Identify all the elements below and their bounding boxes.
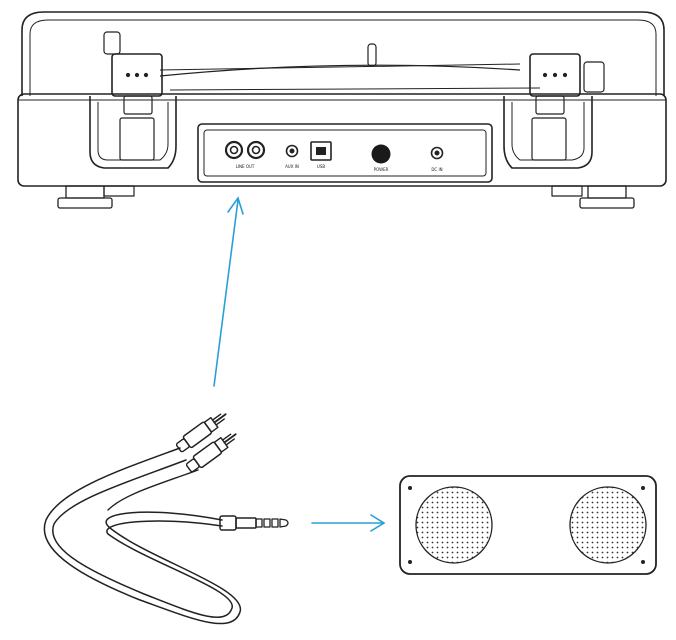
power-switch bbox=[371, 144, 391, 164]
line-out-label: LINE OUT bbox=[236, 164, 255, 169]
line-out-jacks bbox=[224, 140, 266, 160]
arrow-right-to-speaker bbox=[311, 514, 386, 532]
aux-in-jack bbox=[285, 144, 299, 158]
rear-connector-panel: LINE OUT AUX IN USB POWER DC IN bbox=[197, 123, 493, 183]
usb-label: USB bbox=[317, 164, 325, 169]
usb-port bbox=[310, 141, 332, 161]
aux-in-label: AUX IN bbox=[285, 164, 299, 169]
turntable-icon bbox=[17, 11, 667, 209]
speaker-grille-left bbox=[415, 486, 493, 564]
aux-plug bbox=[219, 515, 289, 531]
dc-in-label: DC IN bbox=[431, 167, 442, 172]
rca-to-aux-cable-icon bbox=[43, 413, 289, 625]
dc-in-jack bbox=[430, 146, 444, 160]
speaker-grille-right bbox=[569, 486, 647, 564]
speaker-icon bbox=[399, 475, 657, 575]
power-label: POWER bbox=[374, 167, 389, 172]
arrow-up-to-line-out bbox=[213, 196, 244, 387]
